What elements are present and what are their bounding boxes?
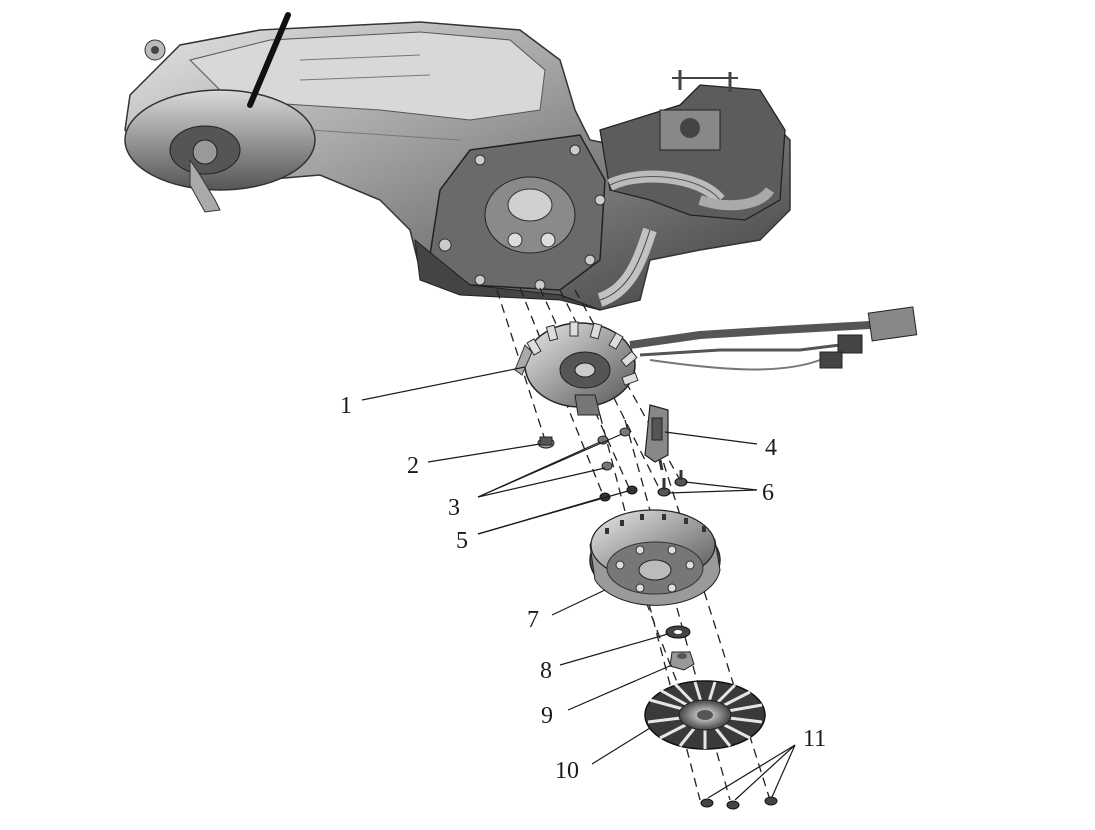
callout-11: 11 [803,726,826,752]
stator-part [514,306,918,416]
bolts-part-11 [700,796,778,810]
nut-part-9 [669,651,695,671]
callout-3: 3 [448,495,460,521]
callout-6: 6 [762,480,774,506]
callout-4: 4 [765,435,777,461]
callout-5: 5 [456,528,468,554]
callout-9: 9 [541,703,553,729]
callout-labels: 1 2 3 4 5 6 7 8 9 10 11 [340,393,826,784]
callout-8: 8 [540,658,552,684]
bolt-part-2 [537,436,555,449]
callout-10: 10 [555,758,579,784]
washer-part-8 [665,625,691,639]
leader-lines [361,366,796,801]
callout-2: 2 [407,453,419,479]
callout-7: 7 [527,607,539,633]
sensor-bracket-part-4 [644,404,669,471]
engine-assembly [124,12,791,311]
flywheel-part-7 [589,509,721,606]
screws-part-3 [597,427,631,471]
cooling-fan-part-10 [644,680,766,750]
callout-1: 1 [340,393,352,419]
